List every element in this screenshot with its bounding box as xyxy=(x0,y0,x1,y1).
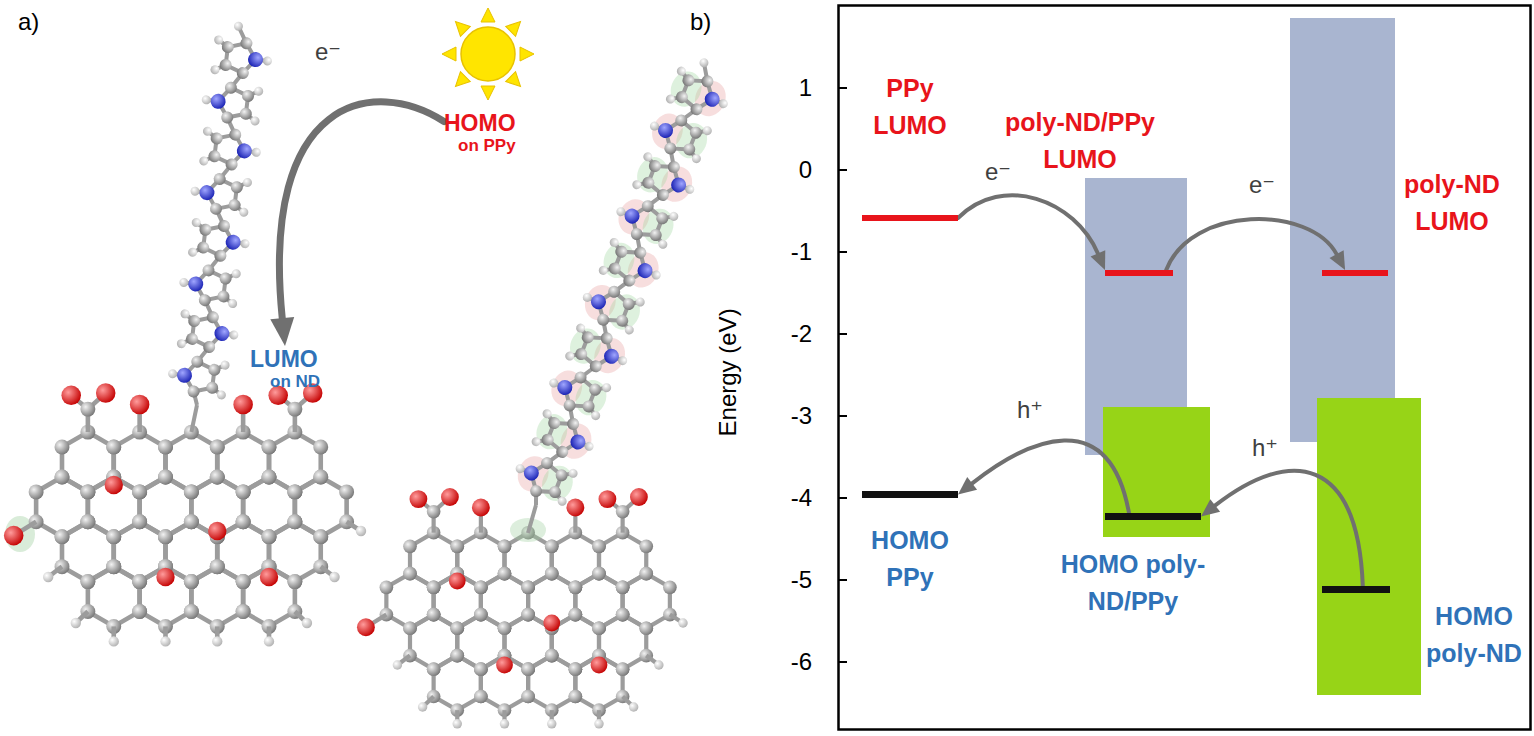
axis-ticks xyxy=(838,88,847,662)
level-label: HOMO PPy xyxy=(868,522,952,596)
orbital-text: LUMO xyxy=(250,346,320,372)
level-label: PPy LUMO xyxy=(870,70,950,144)
carrier-symbol: e⁻ xyxy=(1249,172,1275,198)
energy-level: HOMO poly-ND xyxy=(1322,586,1390,593)
axis-title: Energy (eV) xyxy=(714,308,743,436)
axis-title-text: Energy (eV) xyxy=(714,308,743,436)
tick-value: -4 xyxy=(791,484,812,513)
nanodiamond-molecule xyxy=(4,18,366,646)
edge-label: h⁺ xyxy=(1252,435,1278,461)
edge-label: h⁺ xyxy=(1017,397,1043,423)
nanodiamond-molecule xyxy=(357,49,741,729)
tick-value: -6 xyxy=(791,648,812,677)
tick-label: -4 xyxy=(791,484,812,513)
arrow-head xyxy=(270,317,294,346)
energy-level: HOMO PPy xyxy=(862,491,958,498)
electron-transfer-arrow xyxy=(270,102,444,346)
panel-letter-text: b) xyxy=(690,8,711,37)
carrier-symbol: h⁺ xyxy=(1017,397,1043,423)
connector-line xyxy=(958,195,1098,253)
level-text: HOMO poly-ND/PPy xyxy=(1055,546,1212,620)
arrow-head xyxy=(958,477,977,494)
level-text: HOMO PPy xyxy=(868,522,952,596)
electron-transfer-arrow xyxy=(958,195,1105,270)
orbital-text: HOMO xyxy=(444,110,516,136)
connector-line xyxy=(1166,219,1336,270)
plot-frame xyxy=(839,6,1531,730)
sun xyxy=(442,8,534,100)
panel-letter-text: a) xyxy=(18,8,39,37)
energy-level: HOMO poly-ND/PPy xyxy=(1105,513,1201,520)
tick-value: -3 xyxy=(791,402,812,431)
level-text: poly-ND LUMO xyxy=(1401,166,1503,240)
energy-level: PPy LUMO xyxy=(862,215,958,221)
valence-band xyxy=(1317,398,1421,695)
arrow-head xyxy=(1201,499,1220,516)
electron-transfer-arrow xyxy=(958,440,1129,513)
level-label: poly-ND/PPy LUMO xyxy=(1002,104,1159,178)
electron-transfer-arrow xyxy=(1201,471,1363,586)
tick-label: -2 xyxy=(791,320,812,349)
carrier-symbol: e⁻ xyxy=(985,159,1011,185)
energy-level: poly-ND LUMO xyxy=(1322,270,1388,276)
tick-value: -2 xyxy=(791,320,812,349)
level-label: HOMO poly-ND xyxy=(1423,598,1525,672)
edge-label: e⁻ xyxy=(315,39,341,65)
level-text: HOMO poly-ND xyxy=(1423,598,1525,672)
carrier-symbol: h⁺ xyxy=(1252,435,1278,461)
tick-label: 1 xyxy=(799,74,812,103)
orbital-text: on PPy xyxy=(444,136,516,156)
connector-line xyxy=(1215,471,1363,586)
tick-label: -3 xyxy=(791,402,812,431)
level-label: HOMO poly-ND/PPy xyxy=(1055,546,1212,620)
polypyrrole-chain xyxy=(506,49,741,517)
tick-label: -5 xyxy=(791,566,812,595)
arrow-head xyxy=(1330,250,1346,270)
orbital-text: on ND xyxy=(250,372,320,392)
connector-line xyxy=(279,102,444,318)
arrow-head xyxy=(1091,250,1106,270)
orbital-label: LUMOon ND xyxy=(250,346,320,392)
edge-label: e⁻ xyxy=(985,159,1011,185)
energy-level: poly-ND/PPy LUMO xyxy=(1105,270,1173,276)
edge-label: e⁻ xyxy=(1249,172,1275,198)
valence-band xyxy=(1103,407,1210,537)
panel-letter: a) xyxy=(18,8,39,37)
tick-label: 0 xyxy=(799,156,812,185)
tick-value: -5 xyxy=(791,566,812,595)
tick-value: 1 xyxy=(799,74,812,103)
level-text: PPy LUMO xyxy=(870,70,950,144)
tick-label: -6 xyxy=(791,648,812,677)
tick-value: -1 xyxy=(791,238,812,267)
carrier-symbol: e⁻ xyxy=(315,39,341,65)
connector-line xyxy=(972,440,1129,513)
tick-value: 0 xyxy=(799,156,812,185)
panel-letter: b) xyxy=(690,8,711,37)
level-label: poly-ND LUMO xyxy=(1401,166,1503,240)
orbital-label: HOMOon PPy xyxy=(444,110,516,156)
tick-label: -1 xyxy=(791,238,812,267)
electron-transfer-arrow xyxy=(1166,219,1345,270)
level-text: poly-ND/PPy LUMO xyxy=(1002,104,1159,178)
